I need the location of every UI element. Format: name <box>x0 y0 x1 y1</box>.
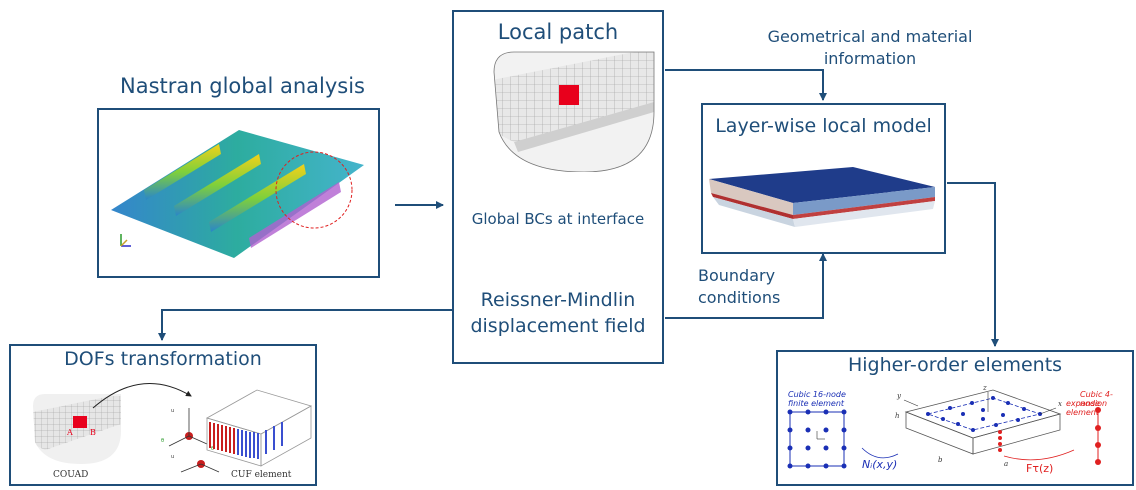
hoe-image <box>787 389 1101 469</box>
svg-text:θ: θ <box>161 438 164 444</box>
layerwise-title: Layer-wise local model <box>715 115 932 137</box>
local-patch-image <box>493 51 655 172</box>
layerwise-box: Layer-wise local model <box>701 103 946 254</box>
reissner-line1: Reissner-Mindlin <box>480 289 636 311</box>
svg-text:θ: θ <box>211 446 214 452</box>
cubic4-label-2: expansion element <box>1066 399 1108 417</box>
hoe-box: Higher-order elements Cubic 16-node fini… <box>776 350 1134 486</box>
cubic4-label-1: Cubic 4-node <box>1080 390 1113 408</box>
dim-a: a <box>1004 460 1009 468</box>
arrow-reissner-to-layerwise <box>665 253 827 319</box>
axis-x: x <box>1058 400 1062 408</box>
dofs-image: A B u θ u θ <box>33 383 313 473</box>
geom-info-line2: information <box>823 49 917 68</box>
svg-text:u: u <box>171 454 174 460</box>
nastran-panel <box>97 108 380 278</box>
cuf-caption: CUF element <box>231 470 292 480</box>
arrow-reissner-to-dofs <box>158 309 452 341</box>
local-patch-title: Local patch <box>497 20 619 44</box>
global-bcs-label: Global BCs at interface <box>471 210 645 228</box>
boundary-line1: Boundary <box>698 266 776 285</box>
dim-b: b <box>938 456 943 464</box>
axis-z: z <box>983 384 987 392</box>
nastran-title: Nastran global analysis <box>120 74 365 98</box>
hoe-title: Higher-order elements <box>847 354 1063 376</box>
dofs-title: DOFs transformation <box>64 348 262 370</box>
dim-h: h <box>895 412 900 420</box>
couad-caption: COUAD <box>53 470 89 480</box>
ni-label: Nᵢ(x,y) <box>862 458 898 471</box>
layerwise-image <box>709 167 935 227</box>
dofs-point-b: B <box>90 428 96 437</box>
plate-3d <box>903 389 1062 455</box>
cubic16-label-2: finite element <box>788 399 845 408</box>
reissner-line2: displacement field <box>470 315 646 337</box>
ft-label: Fτ(z) <box>1026 462 1054 475</box>
cuf-block <box>205 389 313 467</box>
nastran-plot <box>111 130 364 258</box>
dofs-point-a: A <box>66 428 73 437</box>
arrow-patch-to-layerwise <box>665 69 827 101</box>
svg-text:u: u <box>171 408 174 414</box>
boundary-line2: conditions <box>698 288 781 307</box>
axis-y: y <box>897 392 901 400</box>
arrow-layerwise-to-hoe <box>947 182 999 347</box>
expansion-4-node <box>1095 407 1101 465</box>
cubic16-label-1: Cubic 16-node <box>788 390 846 399</box>
geom-info-line1: Geometrical and material <box>767 27 973 46</box>
dofs-box: DOFs transformation A B u θ <box>9 344 317 486</box>
fem-16-node <box>787 409 847 469</box>
local-patch-box: Local patch Global BCs at interface Reis… <box>452 10 664 364</box>
